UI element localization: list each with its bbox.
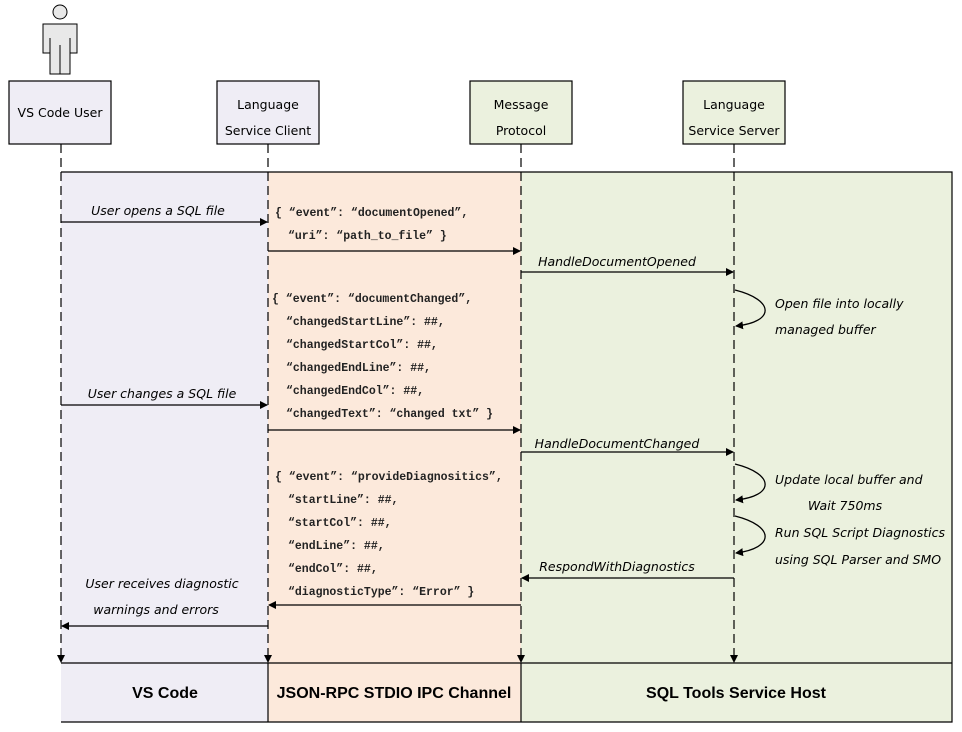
svg-text:“changedText”: “changed txt” }: “changedText”: “changed txt” }	[286, 408, 493, 421]
payload-document-changed: { “event”: “documentChanged”, “changedSt…	[272, 293, 493, 421]
svg-text:“changedEndCol”: ##,: “changedEndCol”: ##,	[286, 385, 424, 398]
participant-vscode-user: VS Code User	[8, 80, 112, 145]
self-note-run: using SQL Parser and SMO	[775, 552, 941, 567]
region-label-host: SQL Tools Service Host	[646, 685, 827, 702]
participant-label: Service Client	[225, 123, 311, 138]
message-label-handle-opened: HandleDocumentOpened	[538, 254, 696, 269]
participant-language-service-client: Language Service Client	[216, 80, 320, 145]
svg-text:“endLine”: ##,: “endLine”: ##,	[288, 540, 385, 553]
lifelines	[57, 144, 738, 663]
svg-text:“changedEndLine”: ##,: “changedEndLine”: ##,	[286, 362, 431, 375]
svg-text:{ “event”: “provideDiagnositic: { “event”: “provideDiagnositics”,	[275, 471, 503, 484]
self-note-update: Update local buffer and	[775, 472, 923, 487]
svg-text:“endCol”: ##,: “endCol”: ##,	[288, 563, 378, 576]
participant-language-service-server: Language Service Server	[682, 80, 786, 145]
self-note-open: managed buffer	[775, 322, 877, 337]
participant-label: Protocol	[496, 123, 546, 138]
payload-document-opened: { “event”: “documentOpened”, “uri”: “pat…	[275, 207, 468, 243]
participant-label: Message	[494, 97, 549, 112]
payload-provide-diagnostics: { “event”: “provideDiagnositics”, “start…	[275, 471, 503, 599]
svg-text:“startLine”: ##,: “startLine”: ##,	[288, 494, 398, 507]
region-label-ipc: JSON-RPC STDIO IPC Channel	[277, 685, 512, 702]
svg-text:“uri”: “path_to_file” }: “uri”: “path_to_file” }	[288, 230, 447, 243]
svg-text:{ “event”: “documentOpened”,: { “event”: “documentOpened”,	[275, 207, 468, 220]
svg-text:{ “event”: “documentChanged”,: { “event”: “documentChanged”,	[272, 293, 472, 306]
participant-label: Language	[703, 97, 765, 112]
user-actor-icon	[42, 4, 78, 75]
svg-text:“changedStartLine”: ##,: “changedStartLine”: ##,	[286, 316, 445, 329]
svg-text:“changedStartCol”: ##,: “changedStartCol”: ##,	[286, 339, 438, 352]
participant-label: Language	[237, 97, 299, 112]
message-label-receive: warnings and errors	[93, 602, 219, 617]
svg-text:“startCol”: ##,: “startCol”: ##,	[288, 517, 392, 530]
region-ipc	[268, 172, 521, 722]
message-label-receive: User receives diagnostic	[85, 576, 238, 591]
message-label-respond: RespondWithDiagnostics	[539, 559, 695, 574]
message-label-open: User opens a SQL file	[91, 203, 225, 218]
message-label-change: User changes a SQL file	[88, 386, 237, 401]
self-note-update: Wait 750ms	[808, 498, 883, 513]
participant-label: Service Server	[688, 123, 780, 138]
svg-text:“diagnosticType”: “Error” }: “diagnosticType”: “Error” }	[288, 586, 474, 599]
message-arrows	[61, 218, 766, 630]
message-label-handle-changed: HandleDocumentChanged	[535, 436, 700, 451]
participant-label: VS Code User	[18, 105, 104, 120]
region-host	[521, 172, 952, 722]
self-note-run: Run SQL Script Diagnostics	[775, 525, 945, 540]
region-vscode	[61, 172, 268, 722]
self-note-open: Open file into locally	[775, 296, 904, 311]
region-label-vscode: VS Code	[132, 685, 198, 702]
participant-message-protocol: Message Protocol	[469, 80, 573, 145]
